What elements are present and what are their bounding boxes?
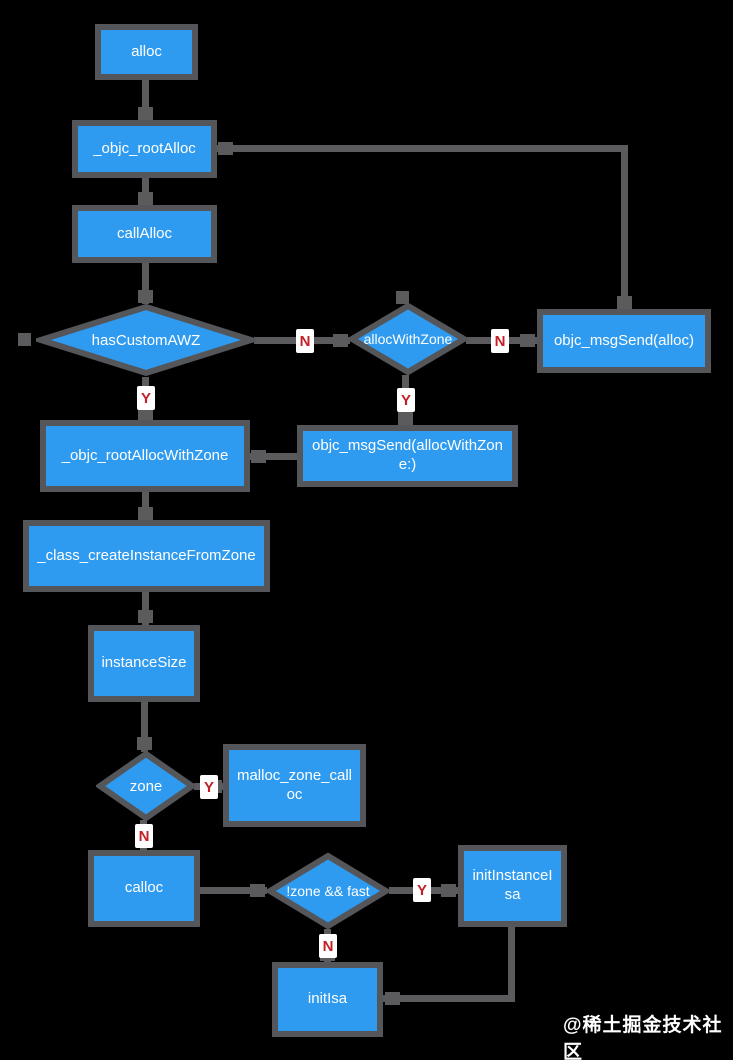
arrowhead-icon (138, 192, 153, 205)
node-label: objc_msgSend(alloc) (553, 331, 695, 349)
branch-label-n: N (491, 329, 509, 353)
diamond-shape (96, 750, 196, 822)
arrowhead-icon (520, 334, 535, 347)
node-objc-rootallocwithzone: _objc_rootAllocWithZone (40, 420, 250, 492)
node-objc-rootalloc: _objc_rootAlloc (72, 120, 217, 178)
edge-msgsendalloc-loop-vertical (621, 145, 628, 311)
node-instancesize: instanceSize (88, 625, 200, 702)
node-initisa: initIsa (272, 962, 383, 1037)
node-not-zone-and-fast: !zone && fast (266, 852, 390, 930)
node-label: alloc (131, 42, 162, 60)
arrowhead-icon (333, 334, 348, 347)
node-zone: zone (96, 750, 196, 822)
branch-label-y: Y (397, 388, 415, 412)
node-label: initIsa (307, 990, 348, 1008)
arrowhead-icon (218, 142, 233, 155)
branch-label-y: Y (413, 878, 431, 902)
edge-msgsendallocwithzone-to-rootallocwithzone (249, 453, 297, 460)
branch-label-n: N (135, 824, 153, 848)
arrowhead-icon (138, 507, 153, 520)
node-label: callAlloc (116, 224, 173, 242)
node-label: allocWithZone (363, 331, 453, 347)
branch-label-n: N (319, 934, 337, 958)
node-calloc: calloc (88, 850, 200, 927)
node-callalloc: callAlloc (72, 205, 217, 263)
branch-label-y: Y (200, 775, 218, 799)
node-label: _objc_rootAllocWithZone (61, 446, 229, 464)
edge-instancesize-to-zone (141, 701, 148, 752)
arrowhead-icon (617, 296, 632, 309)
arrowhead-icon (441, 884, 456, 897)
node-class-createinstancefromzone: _class_createInstanceFromZone (23, 520, 270, 592)
edge-callalloc-to-hascustomawz (142, 262, 149, 304)
edge-calloc-to-zonefast (199, 887, 267, 894)
watermark: @稀土掘金技术社区 (563, 1015, 723, 1060)
edge-msgsendalloc-loop-horizontal (217, 145, 628, 152)
edge-initinstanceisa-to-initisa (383, 995, 515, 1002)
connector-stub (18, 333, 31, 346)
connector-stub (396, 291, 409, 304)
node-label: calloc (124, 879, 164, 897)
node-label: initInstanceIsa (472, 867, 553, 903)
node-label: _class_createInstanceFromZone (37, 546, 256, 564)
node-label: objc_msgSend(allocWithZone:) (312, 437, 503, 473)
node-label: instanceSize (101, 654, 187, 672)
arrowhead-icon (138, 610, 153, 623)
diamond-shape (266, 852, 390, 930)
arrowhead-icon (251, 450, 266, 463)
node-label: malloc_zone_calloc (236, 766, 353, 803)
arrowhead-icon (138, 290, 153, 303)
node-objc-msgsend-allocwithzone: objc_msgSend(allocWithZone:) (297, 425, 518, 487)
arrowhead-icon (138, 107, 153, 120)
arrowhead-icon (398, 412, 413, 425)
node-allocwithzone: allocWithZone (348, 302, 468, 376)
arrowhead-icon (385, 992, 400, 1005)
node-initinstanceisa: initInstanceIsa (458, 845, 567, 927)
node-label: !zone && fast (286, 883, 370, 899)
branch-label-n: N (296, 329, 314, 353)
node-alloc: alloc (95, 24, 198, 80)
node-malloc-zone-calloc: malloc_zone_calloc (223, 744, 366, 827)
node-label: _objc_rootAlloc (93, 139, 196, 157)
arrowhead-icon (138, 407, 153, 420)
diamond-shape (36, 303, 256, 377)
diamond-shape (348, 302, 468, 376)
edge-initinstanceisa-down (508, 926, 515, 1002)
arrowhead-icon (137, 737, 152, 750)
edge-rootallocwithzone-to-createinstance (142, 491, 149, 521)
arrowhead-icon (250, 884, 265, 897)
node-objc-msgsend-alloc: objc_msgSend(alloc) (537, 309, 711, 373)
edge-alloc-to-rootalloc (142, 78, 149, 122)
node-label: hasCustomAWZ (91, 331, 201, 349)
edge-createinstance-to-instancesize (142, 591, 149, 626)
node-hascustomawz: hasCustomAWZ (36, 302, 256, 378)
branch-label-y: Y (137, 386, 155, 410)
node-label: zone (129, 777, 163, 795)
